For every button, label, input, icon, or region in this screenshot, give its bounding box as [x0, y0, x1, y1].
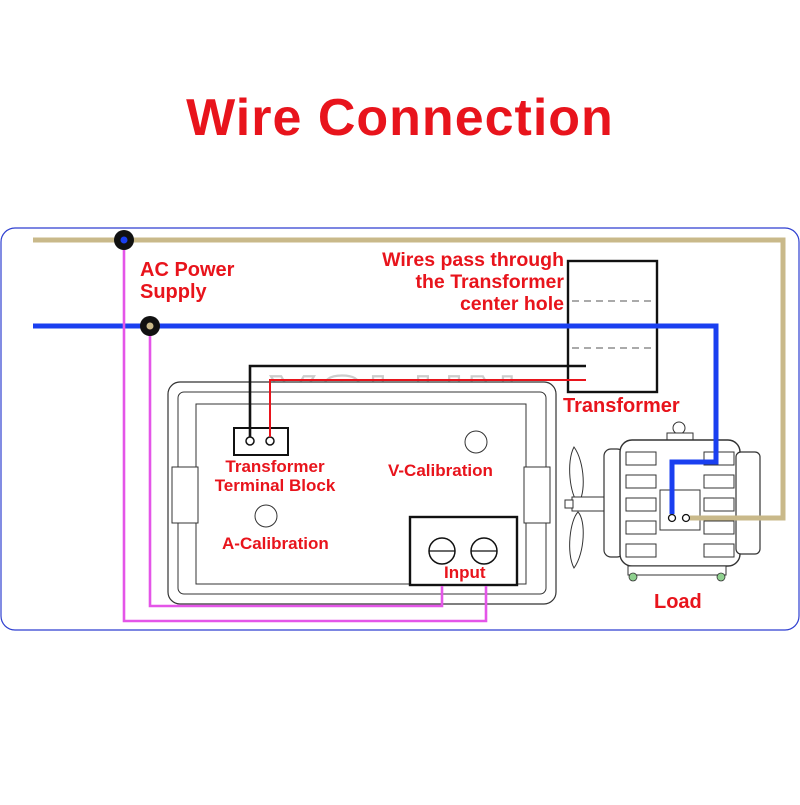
- fan-icon: [564, 446, 605, 569]
- meter-left-clip: [171, 466, 199, 524]
- junction-dot-neutral-center: [146, 322, 154, 330]
- motor-terminal-right: [681, 513, 691, 523]
- diagram-frame: [0, 227, 800, 631]
- ac-power-supply-line1: AC Power: [140, 259, 235, 281]
- transformer-label: Transformer: [563, 395, 680, 417]
- input-terminal-block: [408, 515, 519, 587]
- input-label: Input: [444, 563, 486, 582]
- transformer-black-lead: [248, 364, 586, 437]
- load-motor-icon: [603, 421, 761, 582]
- wires-pass-label: Wires pass through the Transformer cente…: [340, 249, 564, 315]
- junction-dot-live-center: [120, 236, 128, 244]
- input-wire-neutral: [148, 326, 444, 608]
- diagram-title: Wire Connection: [186, 89, 614, 147]
- v-calibration-pot[interactable]: [464, 430, 488, 454]
- ac-power-supply-label: AC Power Supply: [140, 259, 234, 304]
- live-wire: [33, 237, 786, 521]
- a-calibration-pot[interactable]: [254, 504, 278, 528]
- meter-right-clip: [523, 466, 551, 524]
- terminal-screw-red: [265, 436, 275, 446]
- motor-terminal-left: [667, 513, 677, 523]
- wires-pass-line2: the Transformer: [415, 270, 564, 293]
- terminal-block-label: Transformer Terminal Block: [200, 457, 350, 495]
- ac-power-supply-line2: Supply: [140, 281, 207, 304]
- input-wire-live: [122, 240, 488, 623]
- wires-pass-line3: center hole: [459, 292, 564, 315]
- panel-meter: [167, 381, 557, 605]
- terminal-screw-black: [245, 436, 255, 446]
- terminal-block-line1: Transformer: [225, 457, 325, 476]
- transformer-terminal-block: [233, 427, 289, 456]
- terminal-block-line2: Terminal Block: [214, 476, 336, 496]
- transformer-red-lead: [269, 379, 586, 437]
- load-label: Load: [654, 591, 702, 613]
- wires-pass-line1: Wires pass through: [382, 249, 564, 271]
- v-calibration-label: V-Calibration: [388, 461, 493, 480]
- neutral-wire: [33, 323, 719, 514]
- a-calibration-label: A-Calibration: [222, 534, 329, 553]
